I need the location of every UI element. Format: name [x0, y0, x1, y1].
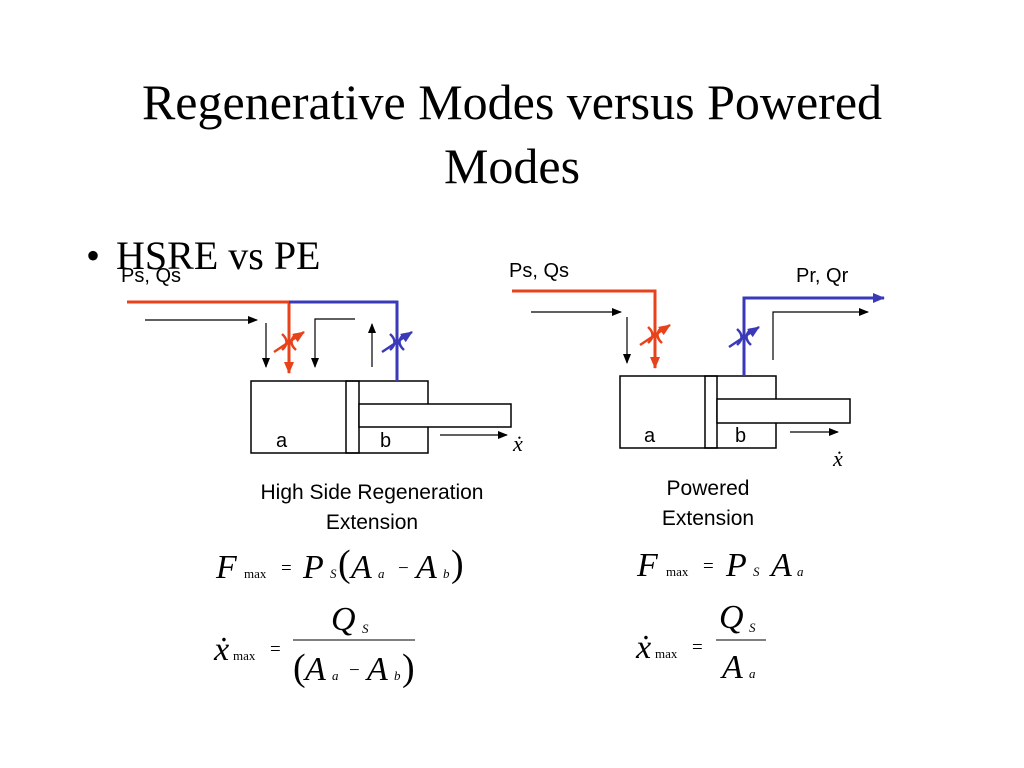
svg-text:F: F	[636, 547, 659, 584]
velocity-equation: ẋ max = Q S A a	[635, 599, 766, 686]
flow-split-arrow	[311, 318, 355, 368]
title-line-1: Regenerative Modes versus Powered	[141, 74, 883, 130]
svg-text:max: max	[233, 648, 256, 663]
right-return-label: Pr, Qr	[796, 265, 849, 287]
svg-text:A: A	[414, 549, 437, 586]
svg-text:A: A	[769, 547, 792, 584]
velocity-symbol: ẋ	[512, 431, 523, 456]
svg-text:ẋ: ẋ	[635, 629, 651, 666]
svg-text:max: max	[244, 566, 267, 581]
svg-text:(: (	[338, 543, 351, 585]
svg-text:a: a	[378, 566, 385, 581]
piston-rod	[716, 398, 851, 424]
svg-text:S: S	[749, 620, 756, 635]
hsre-caption-line-1: High Side Regeneration	[260, 481, 484, 504]
supply-line	[127, 300, 294, 374]
supply-line	[512, 289, 660, 369]
svg-text:a: a	[797, 564, 804, 579]
chamber-a-label: a	[276, 430, 288, 452]
svg-text:A: A	[349, 549, 372, 586]
pe-diagram: a b ẋ F max = P S A a ẋ max = Q S A a	[512, 289, 885, 686]
svg-text:S: S	[362, 621, 369, 636]
supply-valve-icon	[273, 330, 305, 354]
svg-text:S: S	[753, 564, 760, 579]
title-line-2: Modes	[443, 138, 581, 194]
slide-title: Regenerative Modes versus Powered Modes	[0, 70, 1024, 198]
svg-text:): )	[451, 543, 464, 585]
regeneration-valve-icon	[381, 330, 413, 354]
svg-text:Q: Q	[719, 599, 744, 636]
velocity-symbol: ẋ	[832, 446, 843, 471]
svg-text:max: max	[666, 564, 689, 579]
velocity-equation: ẋ max = Q S ( A a − A b )	[213, 601, 415, 689]
pe-caption: Powered Extension	[628, 474, 788, 534]
svg-text:−: −	[398, 558, 409, 579]
hsre-diagram: a b ẋ F max = P S ( A a − A b ) ẋ max = …	[127, 300, 523, 689]
force-equation: F max = P S A a	[636, 547, 804, 584]
svg-text:A: A	[365, 651, 388, 688]
force-equation: F max = P S ( A a − A b )	[215, 543, 464, 586]
svg-text:b: b	[443, 566, 450, 581]
svg-text:Q: Q	[331, 601, 356, 638]
chamber-b-label: b	[380, 430, 391, 452]
svg-text:): )	[402, 647, 415, 689]
svg-text:P: P	[725, 547, 747, 584]
svg-text:−: −	[349, 660, 360, 681]
svg-text:A: A	[303, 651, 326, 688]
bullet-item: • HSRE vs PE	[86, 232, 321, 280]
return-valve-icon	[728, 325, 760, 349]
chamber-a-label: a	[644, 425, 656, 447]
svg-text:F: F	[215, 549, 238, 586]
svg-text:b: b	[394, 668, 401, 683]
svg-text:=: =	[281, 558, 292, 579]
piston	[345, 380, 360, 454]
svg-text:=: =	[692, 637, 703, 658]
svg-text:max: max	[655, 646, 678, 661]
svg-text:A: A	[720, 649, 743, 686]
bullet-dot-icon: •	[86, 233, 101, 278]
bullet-text: HSRE vs PE	[116, 233, 321, 278]
svg-text:P: P	[302, 549, 324, 586]
pe-caption-line-1: Powered	[666, 477, 750, 500]
svg-text:a: a	[332, 668, 339, 683]
pe-caption-line-2: Extension	[661, 507, 755, 530]
piston-rod	[358, 403, 512, 428]
svg-text:S: S	[330, 566, 337, 581]
return-line	[742, 293, 885, 376]
chamber-b-label: b	[735, 425, 746, 447]
svg-text:=: =	[270, 639, 281, 660]
regeneration-line	[289, 300, 399, 381]
svg-text:(: (	[293, 647, 306, 689]
supply-valve-icon	[639, 323, 671, 347]
svg-text:ẋ: ẋ	[213, 631, 229, 668]
svg-text:=: =	[703, 556, 714, 577]
left-supply-label: Ps, Qs	[121, 265, 182, 287]
hsre-caption-line-2: Extension	[325, 511, 419, 534]
flow-out-arrow	[772, 308, 869, 360]
hsre-caption: High Side Regeneration Extension	[222, 478, 522, 538]
right-supply-label: Ps, Qs	[509, 260, 570, 282]
piston	[704, 375, 718, 449]
svg-text:a: a	[749, 666, 756, 681]
